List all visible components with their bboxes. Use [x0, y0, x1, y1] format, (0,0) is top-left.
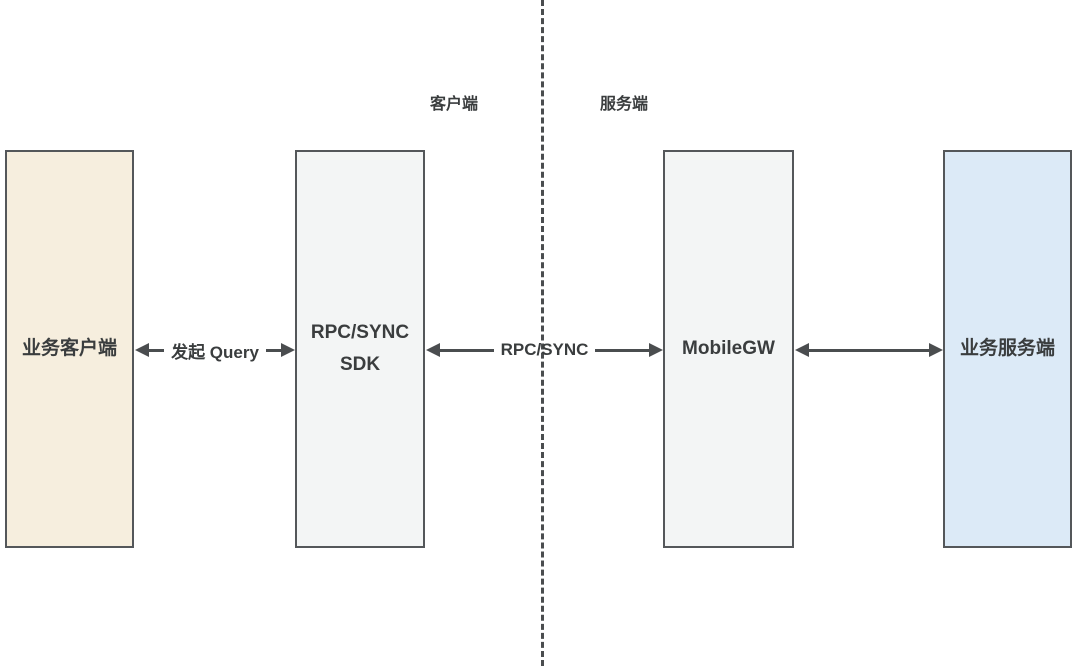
client-side-label: 客户端	[430, 96, 479, 113]
node-biz-server: 业务服务端	[943, 150, 1072, 548]
arrow-line	[595, 348, 650, 352]
server-side-label: 服务端	[600, 96, 649, 113]
arrowhead-left-icon	[795, 343, 809, 357]
client-server-divider	[541, 0, 544, 666]
arrowhead-left-icon	[135, 343, 149, 357]
arrow-line	[265, 348, 282, 352]
arrow-query: 发起 Query	[135, 334, 296, 366]
arrowhead-left-icon	[426, 343, 440, 357]
arrow-line	[149, 348, 165, 352]
arrow-line	[809, 348, 869, 352]
arrow-line	[440, 348, 494, 352]
arrow-mobilegw-server	[795, 334, 943, 366]
arrowhead-right-icon	[929, 343, 943, 357]
arrow-query-label: 发起 Query	[171, 342, 259, 362]
arrow-rpc-sync: RPC/SYNC	[426, 334, 664, 366]
node-rpc-sync-sdk-label-line2: SDK	[339, 354, 381, 375]
node-mobilegw: MobileGW	[663, 150, 794, 548]
arrow-rpc-sync-label: RPC/SYNC	[500, 340, 589, 359]
node-rpc-sync-sdk-label-line1: RPC/SYNC	[310, 321, 410, 343]
arrowhead-right-icon	[649, 343, 664, 357]
node-biz-client-label: 业务客户端	[21, 337, 117, 359]
node-biz-client: 业务客户端	[5, 150, 134, 548]
node-mobilegw-label: MobileGW	[682, 337, 775, 359]
arrowhead-right-icon	[281, 343, 296, 357]
node-biz-server-label: 业务服务端	[959, 337, 1055, 359]
arrow-line	[869, 348, 929, 352]
node-rpc-sync-sdk: RPC/SYNC SDK	[295, 150, 425, 548]
